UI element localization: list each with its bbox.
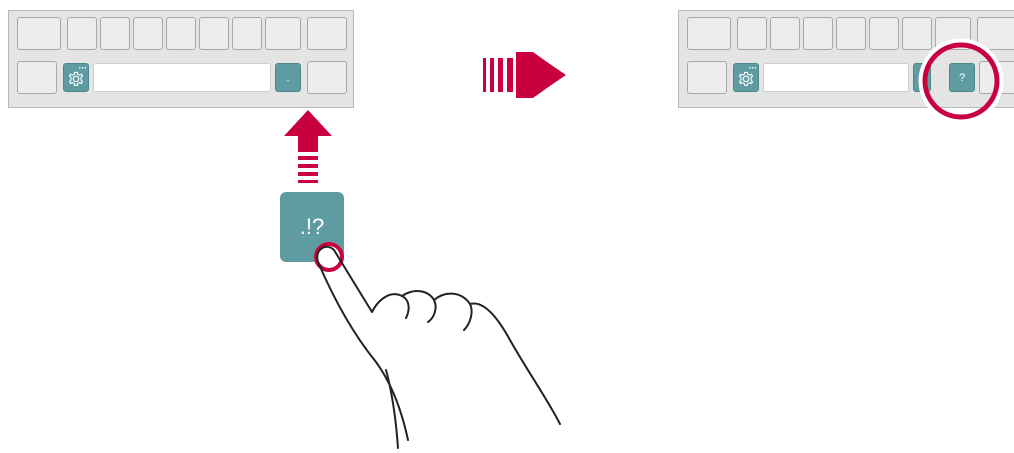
right-arrow-icon: [483, 52, 566, 98]
highlight-circle-icon: [923, 43, 999, 119]
hand-pointer-icon: [317, 247, 560, 448]
swipe-up-arrow-icon: [284, 110, 332, 183]
